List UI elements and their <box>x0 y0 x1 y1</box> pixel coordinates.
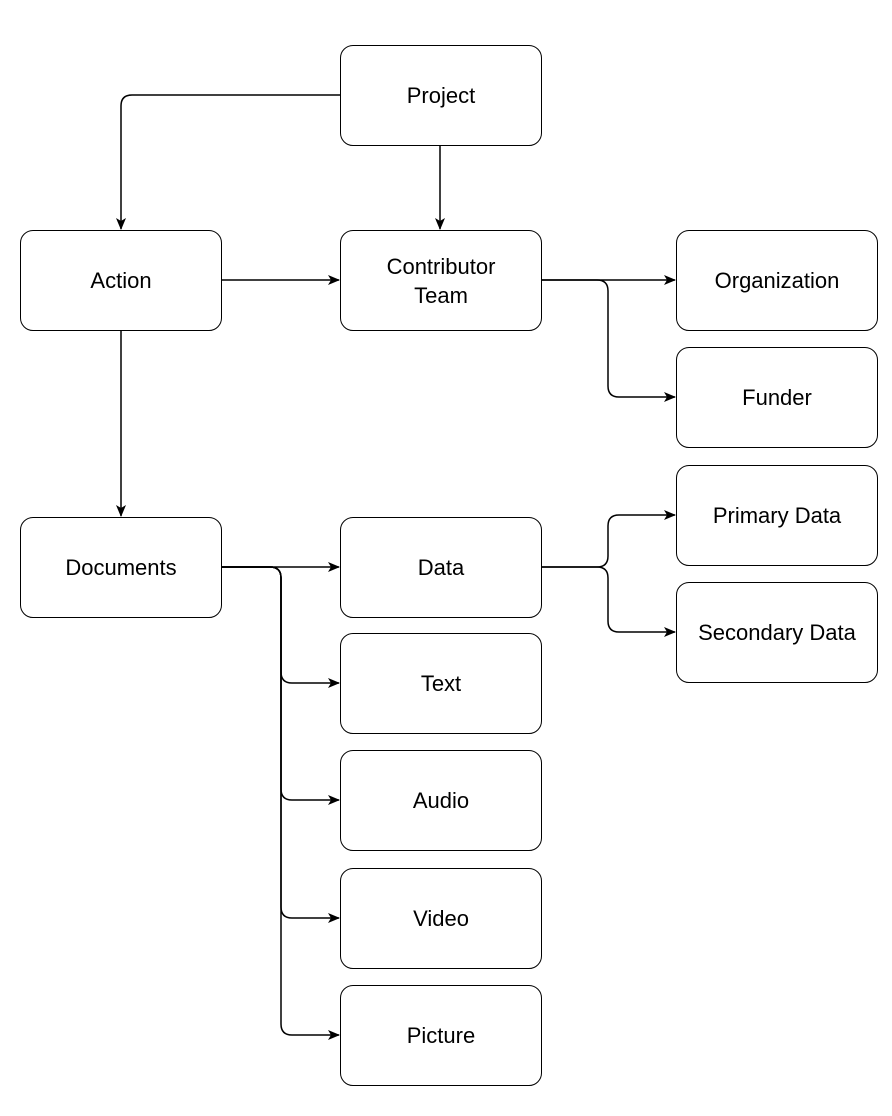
node-action: Action <box>20 230 222 331</box>
node-organization: Organization <box>676 230 878 331</box>
node-video-label: Video <box>413 906 469 931</box>
node-primary-data: Primary Data <box>676 465 878 566</box>
node-funder-label: Funder <box>742 385 812 410</box>
node-secondary-data: Secondary Data <box>676 582 878 683</box>
node-project: Project <box>340 45 542 146</box>
node-text-label: Text <box>420 671 462 696</box>
node-picture-label: Picture <box>406 1023 476 1048</box>
node-action-label: Action <box>90 268 152 293</box>
edge-data-to-primary-data <box>541 510 676 568</box>
node-secondary-data-label: Secondary Data <box>698 620 856 645</box>
node-audio: Audio <box>340 750 542 851</box>
node-documents-label: Documents <box>65 555 177 580</box>
node-organization-label: Organization <box>714 268 840 293</box>
node-video: Video <box>340 868 542 969</box>
node-data-label: Data <box>417 555 465 580</box>
node-contributor-team-label: Contributor Team <box>386 253 496 308</box>
edge-data-to-secondary-data <box>541 566 676 637</box>
node-picture: Picture <box>340 985 542 1086</box>
node-documents: Documents <box>20 517 222 618</box>
edge-documents-to-picture <box>222 566 340 1040</box>
node-data: Data <box>340 517 542 618</box>
node-funder: Funder <box>676 347 878 448</box>
node-contributor-team: Contributor Team <box>340 230 542 331</box>
node-primary-data-label: Primary Data <box>712 503 842 528</box>
node-project-label: Project <box>406 83 476 108</box>
edge-project-to-action <box>116 94 340 230</box>
node-audio-label: Audio <box>412 788 470 813</box>
node-text: Text <box>340 633 542 734</box>
edge-contributor-team-to-funder <box>541 279 676 402</box>
